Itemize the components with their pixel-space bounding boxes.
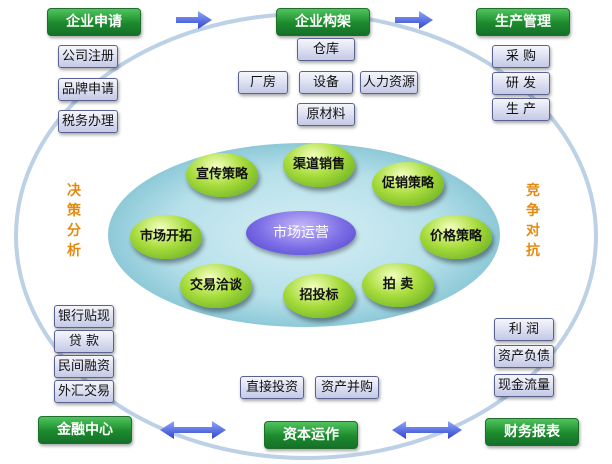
production-item[interactable]: 生 产 <box>492 98 550 121</box>
decision-analysis-label: 决策分析 <box>67 183 81 259</box>
human-resources-item[interactable]: 人力资源 <box>360 71 418 94</box>
balance-sheet-item[interactable]: 资产负债 <box>494 345 554 368</box>
trade-negotiation-node[interactable]: 交易洽谈 <box>180 264 252 308</box>
production-management-button[interactable]: 生产管理 <box>476 8 570 36</box>
cash-flow-item[interactable]: 现金流量 <box>494 374 554 397</box>
promotion-strategy-node[interactable]: 宣传策略 <box>186 153 258 197</box>
bank-discount-item[interactable]: 银行贴现 <box>54 305 114 328</box>
arrow-right-icon <box>176 11 212 29</box>
brand-application-item[interactable]: 品牌申请 <box>58 78 118 101</box>
private-financing-item[interactable]: 民间融资 <box>54 355 114 378</box>
company-registration-item[interactable]: 公司注册 <box>58 45 118 68</box>
equipment-item[interactable]: 设备 <box>299 71 353 94</box>
enterprise-structure-button[interactable]: 企业构架 <box>276 8 370 36</box>
sales-promotion-strategy-node[interactable]: 促销策略 <box>372 162 444 206</box>
financial-statements-button[interactable]: 财务报表 <box>485 418 579 446</box>
market-expansion-node[interactable]: 市场开拓 <box>130 215 202 259</box>
direct-investment-item[interactable]: 直接投资 <box>240 376 304 399</box>
factory-item[interactable]: 厂房 <box>238 71 288 94</box>
arrow-double-icon <box>392 421 462 439</box>
capital-operation-button[interactable]: 资本运作 <box>264 421 358 449</box>
profit-item[interactable]: 利 润 <box>494 318 554 341</box>
purchasing-item[interactable]: 采 购 <box>492 45 550 68</box>
warehouse-item[interactable]: 仓库 <box>297 38 355 61</box>
arrow-right-icon <box>395 11 433 29</box>
bidding-node[interactable]: 招投标 <box>283 274 355 318</box>
arrow-double-icon <box>160 421 226 439</box>
forex-trading-item[interactable]: 外汇交易 <box>54 380 114 403</box>
tax-handling-item[interactable]: 税务办理 <box>58 110 118 133</box>
market-operation-center[interactable]: 市场运营 <box>246 211 356 255</box>
finance-center-button[interactable]: 金融中心 <box>38 416 132 444</box>
raw-materials-item[interactable]: 原材料 <box>297 103 355 126</box>
loan-item[interactable]: 贷 款 <box>54 330 114 353</box>
auction-node[interactable]: 拍 卖 <box>362 263 434 307</box>
research-item[interactable]: 研 发 <box>492 72 550 95</box>
enterprise-application-button[interactable]: 企业申请 <box>47 8 141 36</box>
channel-sales-node[interactable]: 渠道销售 <box>283 143 355 187</box>
pricing-strategy-node[interactable]: 价格策略 <box>420 215 492 259</box>
asset-acquisition-item[interactable]: 资产并购 <box>315 376 379 399</box>
competitive-confrontation-label: 竞争对抗 <box>526 183 540 259</box>
